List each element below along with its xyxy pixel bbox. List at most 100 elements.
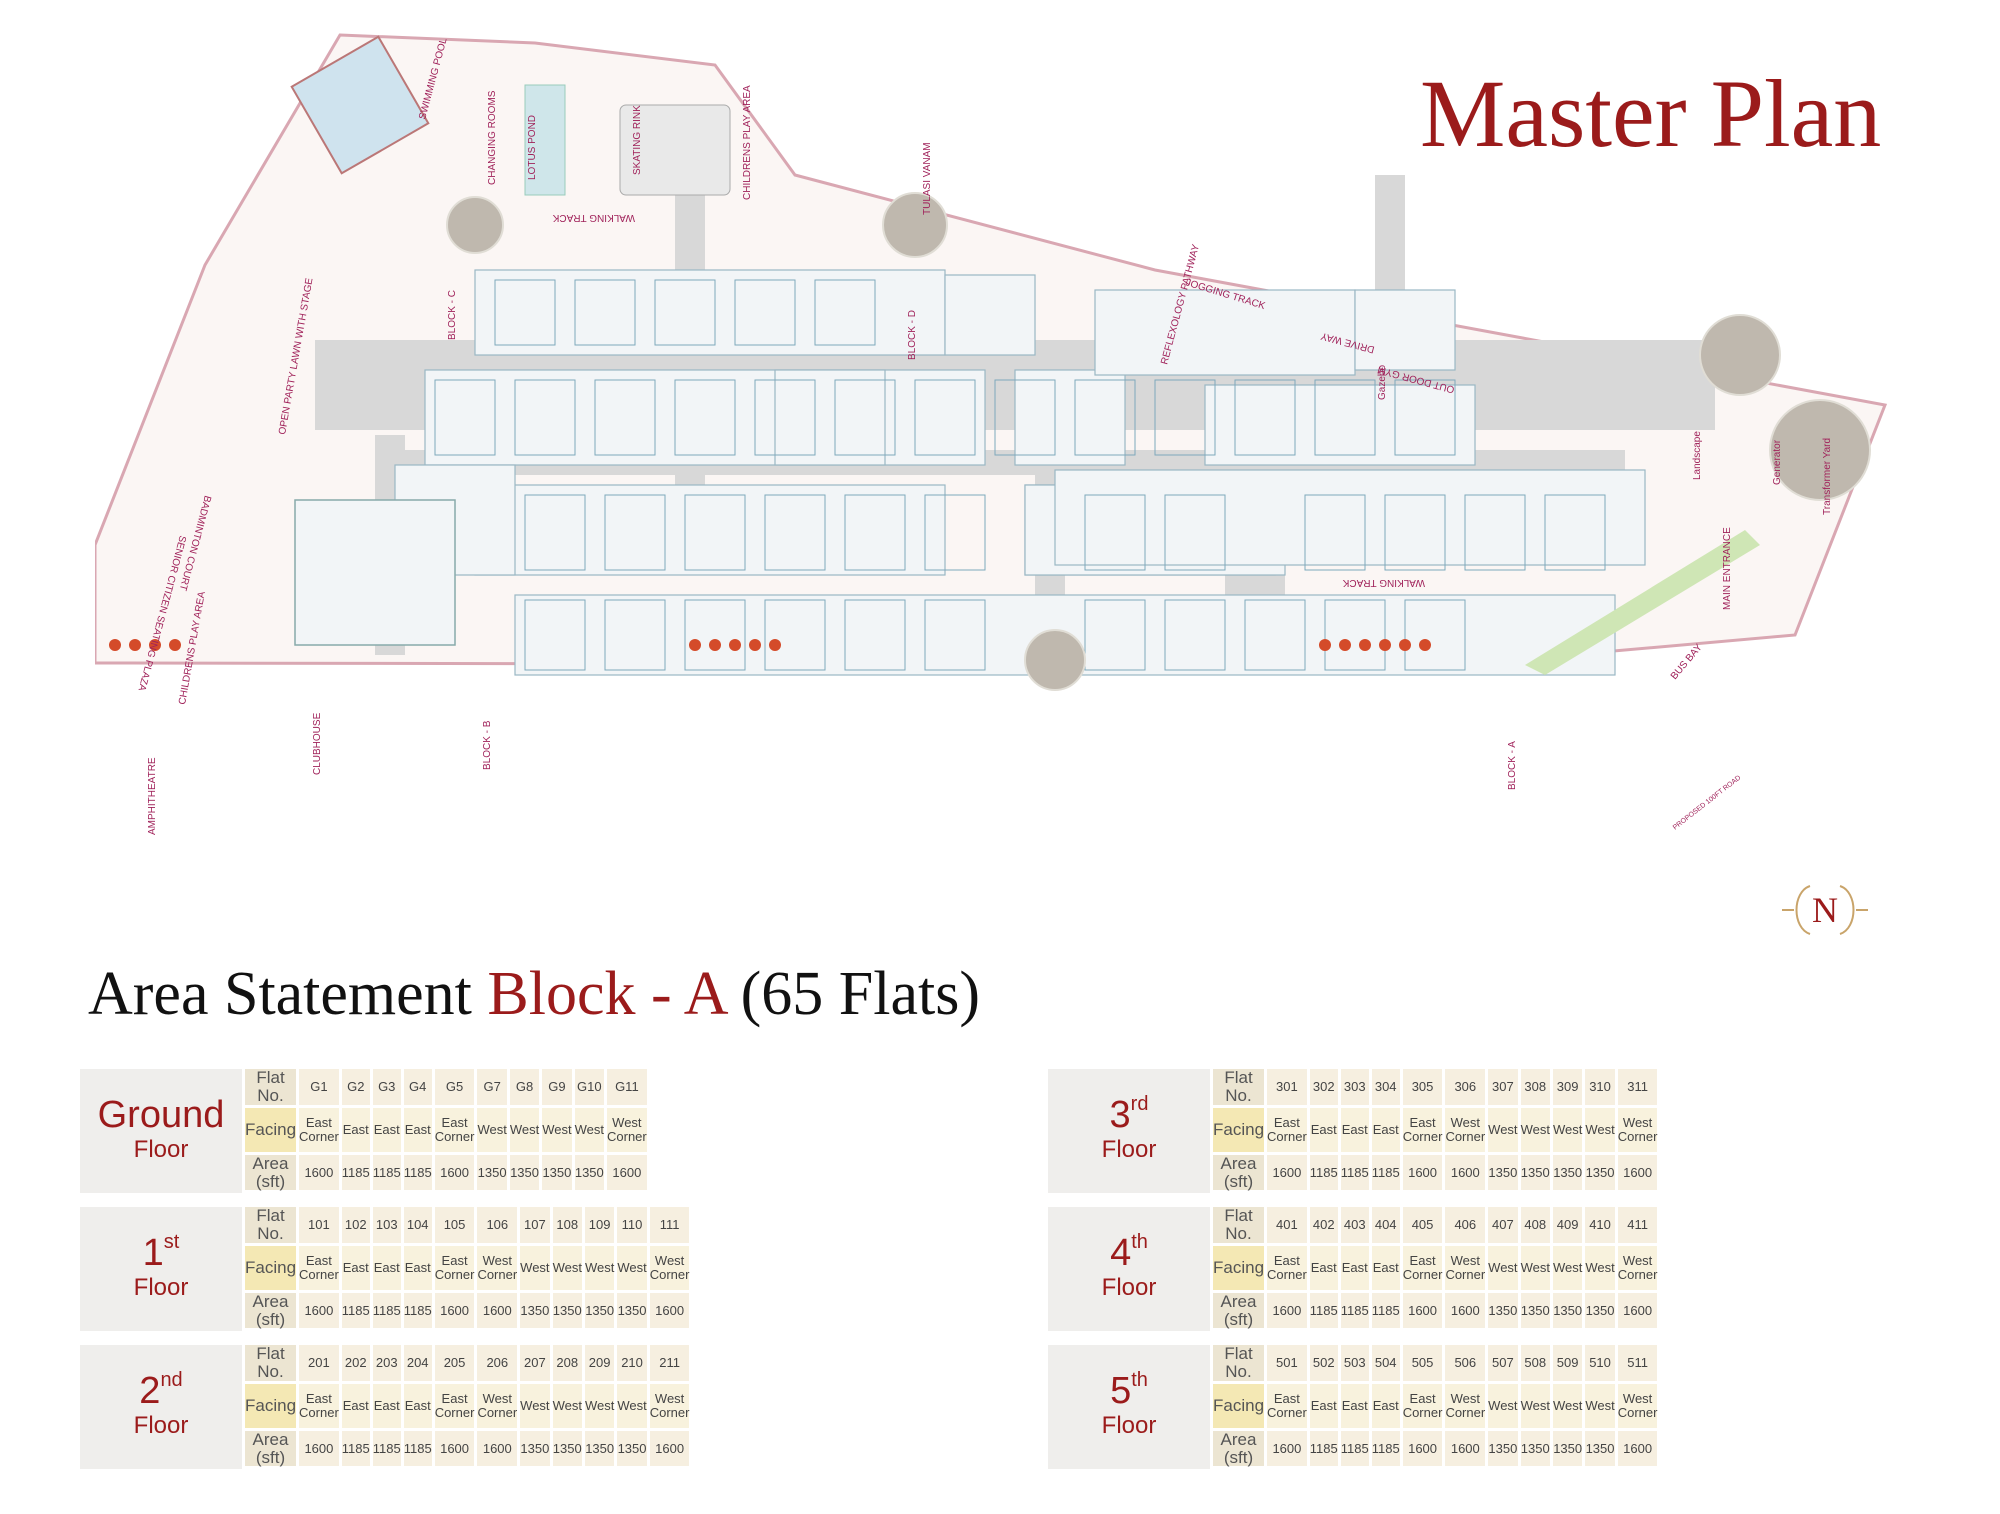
row-header-flat: Flat No. xyxy=(1213,1069,1265,1105)
facing-cell: East xyxy=(341,1245,370,1290)
facing-cell: East xyxy=(1309,1245,1338,1290)
flat-cell: G11 xyxy=(607,1069,647,1105)
facing-cell: East xyxy=(1371,1383,1400,1428)
floor-number-text: 1 xyxy=(142,1232,164,1275)
area-cell: 1600 xyxy=(1445,1292,1486,1329)
area-cell: 1350 xyxy=(1552,1292,1583,1329)
flat-cell: 509 xyxy=(1552,1345,1583,1381)
area-cell: 1185 xyxy=(1309,1292,1338,1329)
page-title: Master Plan xyxy=(1420,60,1882,167)
facing-cell: West Corner xyxy=(477,1383,517,1428)
area-cell: 1600 xyxy=(1267,1154,1307,1191)
label-proposed-road: PROPOSED 100FT ROAD xyxy=(1672,774,1742,831)
area-cell: 1350 xyxy=(542,1154,572,1191)
area-cell: 1600 xyxy=(649,1292,690,1329)
area-statement-heading: Area Statement Block - A (65 Flats) xyxy=(88,963,980,1025)
flat-cell: 407 xyxy=(1488,1207,1518,1243)
area-cell: 1600 xyxy=(434,1292,475,1329)
flat-cell: 303 xyxy=(1340,1069,1369,1105)
facing-cell: East xyxy=(403,1107,432,1152)
facing-cell: East xyxy=(1371,1107,1400,1152)
flat-cell: G4 xyxy=(403,1069,432,1105)
label-skating-rink: SKATING RINK xyxy=(632,105,643,175)
facing-cell: West xyxy=(509,1107,540,1152)
flat-cell: G8 xyxy=(509,1069,540,1105)
facing-cell: East xyxy=(1340,1107,1369,1152)
label-changing-rooms: CHANGING ROOMS xyxy=(487,90,498,185)
flat-cell: 506 xyxy=(1445,1345,1486,1381)
facing-cell: West Corner xyxy=(607,1107,647,1152)
flat-units xyxy=(434,279,1606,671)
area-cell: 1350 xyxy=(509,1154,540,1191)
area-cell: 1350 xyxy=(1488,1292,1518,1329)
compass-letter: N xyxy=(1812,890,1838,930)
area-cell: 1350 xyxy=(520,1430,550,1467)
facing-cell: West xyxy=(1488,1383,1518,1428)
facing-cell: West Corner xyxy=(649,1245,689,1290)
label-lotus-pond: LOTUS POND xyxy=(527,115,538,180)
area-cell: 1350 xyxy=(552,1292,582,1329)
facing-cell: West Corner xyxy=(1617,1383,1657,1428)
area-cell: 1600 xyxy=(1617,1154,1658,1191)
flat-cell: 201 xyxy=(299,1345,339,1381)
area-cell: 1185 xyxy=(372,1154,401,1191)
facing-cell: East xyxy=(403,1245,432,1290)
facing-cell: West xyxy=(1520,1245,1550,1290)
roundabouts xyxy=(446,192,1871,691)
area-cell: 1350 xyxy=(1552,1154,1583,1191)
lotus-pond-shape xyxy=(524,84,566,196)
area-cell: 1600 xyxy=(1267,1430,1307,1467)
area-cell: 1185 xyxy=(1371,1154,1400,1191)
area-cell: 1185 xyxy=(403,1430,432,1467)
area-cell: 1600 xyxy=(299,1292,339,1329)
floor-word: Floor xyxy=(133,1412,189,1440)
flat-cell: G7 xyxy=(477,1069,507,1105)
floor-number: 1st xyxy=(142,1232,180,1275)
area-cell: 1600 xyxy=(607,1154,647,1191)
label-bus-bay: BUS BAY xyxy=(1669,642,1705,682)
flat-cell: G3 xyxy=(372,1069,401,1105)
facing-cell: West xyxy=(552,1245,582,1290)
flat-cell: 501 xyxy=(1267,1345,1307,1381)
area-cell: 1185 xyxy=(341,1430,370,1467)
floor-number-suffix: nd xyxy=(160,1369,183,1392)
facing-cell: West Corner xyxy=(1445,1107,1485,1152)
flat-cell: 210 xyxy=(617,1345,647,1381)
floor-number: 5th xyxy=(1110,1370,1148,1410)
label-generator: Generator xyxy=(1772,439,1783,485)
floor-number-text: 4 xyxy=(1110,1232,1132,1275)
label-tulasi-vanam: TULASI VANAM xyxy=(922,142,933,215)
area-statement-prefix: Area Statement xyxy=(88,960,488,1028)
facing-cell: East xyxy=(341,1107,370,1152)
label-block-a: BLOCK - A xyxy=(1507,741,1518,790)
flat-cell: 508 xyxy=(1520,1345,1550,1381)
area-cell: 1185 xyxy=(1340,1154,1369,1191)
floor-word: Floor xyxy=(1101,1274,1157,1302)
facing-cell: East Corner xyxy=(299,1245,339,1290)
facing-cell: East Corner xyxy=(434,1383,475,1428)
facing-cell: East Corner xyxy=(434,1245,475,1290)
flat-cell: 103 xyxy=(372,1207,401,1243)
row-header-facing: Facing xyxy=(1213,1383,1265,1428)
clubhouse-shape xyxy=(294,499,456,646)
facing-cell: West Corner xyxy=(1617,1107,1657,1152)
label-block-b: BLOCK - B xyxy=(482,720,493,770)
flat-cell: 503 xyxy=(1340,1345,1369,1381)
area-cell: 1600 xyxy=(649,1430,690,1467)
flat-cell: 105 xyxy=(434,1207,475,1243)
row-header-flat: Flat No. xyxy=(1213,1207,1265,1243)
row-header-facing: Facing xyxy=(1213,1107,1265,1152)
facing-cell: East Corner xyxy=(1267,1107,1307,1152)
facing-cell: East xyxy=(1340,1245,1369,1290)
flat-cell: 111 xyxy=(649,1207,690,1243)
facing-cell: West xyxy=(1585,1383,1615,1428)
